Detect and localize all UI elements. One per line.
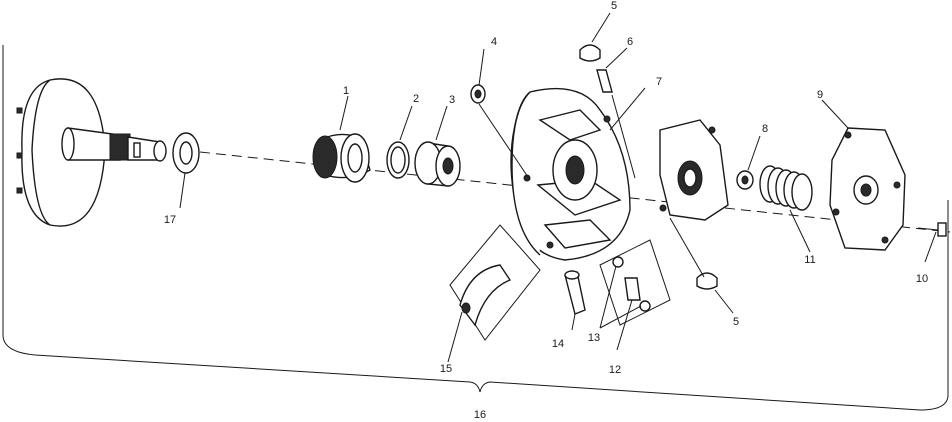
callout-6: 6 (627, 36, 633, 48)
assembly-bracket (2, 45, 949, 411)
callout-12: 12 (609, 364, 621, 376)
spider-7 (659, 119, 729, 221)
spring-11 (759, 165, 813, 211)
callout-4: 4 (491, 36, 497, 48)
pin-6 (596, 69, 613, 93)
shoe-panel-15 (449, 224, 541, 341)
callout-8: 8 (762, 123, 768, 135)
rollers-panel-12-13 (599, 239, 671, 326)
pin-bolt-14 (564, 270, 586, 315)
callout-17: 17 (164, 214, 176, 226)
callout-16: 16 (474, 409, 486, 421)
callout-14: 14 (552, 338, 564, 350)
callout-5-bottom: 5 (733, 316, 739, 328)
callout-7: 7 (656, 76, 662, 88)
callout-10: 10 (916, 273, 928, 285)
leader-lines (179, 12, 937, 363)
callout-1: 1 (343, 85, 349, 97)
cap-5-bottom (696, 272, 718, 290)
washer-17 (172, 132, 200, 174)
cover-9 (829, 127, 906, 251)
cap-5-top (579, 44, 601, 62)
callout-5-top: 5 (611, 0, 617, 12)
callout-labels: 1 2 3 4 5 5 6 7 8 9 10 11 12 13 14 15 16… (164, 0, 928, 421)
callout-13: 13 (588, 332, 600, 344)
nut-4 (470, 84, 486, 104)
callout-11: 11 (804, 254, 815, 266)
fixed-sheave-with-shaft (16, 78, 167, 227)
nut-8 (736, 170, 754, 190)
callout-15: 15 (440, 363, 452, 375)
callout-3: 3 (449, 94, 455, 106)
callout-2: 2 (413, 93, 419, 105)
bolt-10 (917, 222, 947, 237)
bushing-1 (312, 133, 371, 183)
callout-9: 9 (817, 89, 823, 101)
spacer-3 (414, 141, 461, 187)
ring-2 (386, 141, 410, 179)
moveable-sheave (510, 87, 631, 261)
